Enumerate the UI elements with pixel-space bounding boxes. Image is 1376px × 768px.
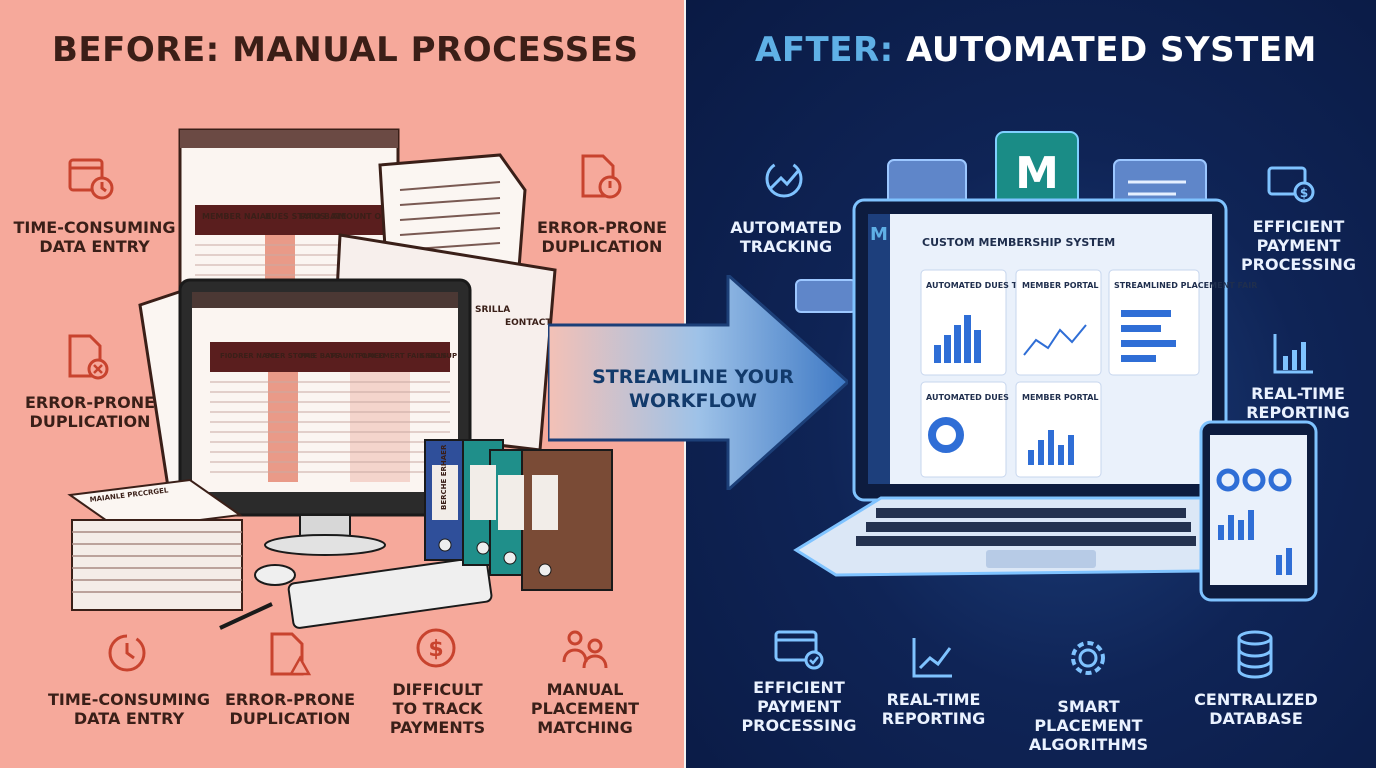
- credit-card-check-icon: [774, 630, 824, 670]
- app-title: CUSTOM MEMBERSHIP SYSTEM: [922, 236, 1115, 249]
- monitor: FI0DRER NAME SCER STOMS PAIE BATE AMAUNT…: [178, 278, 472, 556]
- database-icon: [1237, 630, 1273, 679]
- front-header-5: SRILLS: [420, 352, 447, 360]
- clock-icon: [108, 634, 146, 672]
- document-alert-icon: [270, 632, 312, 676]
- bar-chart-icon: [1273, 334, 1313, 374]
- front-header-1: SCER STOMS: [265, 352, 316, 360]
- pen: [219, 602, 273, 630]
- before-label-5: DIFFICULT TO TRACK PAYMENTS: [389, 680, 486, 737]
- card-4: [1015, 381, 1102, 478]
- card-2: [1108, 269, 1200, 376]
- back-header-3: AMOUNT ORED: [332, 212, 400, 221]
- svg-text:$: $: [428, 637, 443, 662]
- app-logo-small: M: [870, 224, 888, 245]
- document-warning-icon: [581, 154, 622, 199]
- back-header-2: PAIO BATE: [300, 212, 346, 221]
- gear-bulb-icon: [1071, 641, 1105, 675]
- after-label-4: REAL-TIME REPORTING: [881, 690, 986, 728]
- paper-stack: MAIANLE PRCCRGEL: [67, 478, 243, 611]
- after-label-1: EFFICIENT PAYMENT PROCESSING: [1240, 217, 1357, 274]
- chat-bubble-left: [887, 159, 967, 206]
- streamline-arrow: [548, 275, 848, 490]
- mid-header-0: SRILLA: [475, 305, 510, 315]
- before-label-3: TIME-CONSUMING DATA ENTRY: [47, 690, 210, 728]
- front-header-2: PAIE BATE: [300, 352, 340, 360]
- after-label-5: SMART PLACEMENT ALGORITHMS: [1028, 697, 1149, 754]
- card-1-title: MEMBER PORTAL: [1022, 281, 1098, 290]
- after-title: AFTER: AUTOMATED SYSTEM: [755, 30, 1317, 70]
- back-header-1: BUES STATUS: [265, 212, 326, 221]
- before-label-6: MANUAL PLACEMENT MATCHING: [530, 680, 640, 737]
- front-header-4: PLACEMERT FAIK SIONUP: [358, 352, 457, 360]
- back-header-0: MEMBER NAIAE: [202, 212, 271, 221]
- after-panel: AFTER: AUTOMATED SYSTEM M M CUSTOM MEMBE…: [686, 0, 1376, 768]
- after-label-2: REAL-TIME REPORTING: [1246, 384, 1350, 422]
- front-header-0: FI0DRER NAME: [220, 352, 279, 360]
- dollar-coin-icon: $: [416, 628, 456, 668]
- streamline-text: STREAMLINE YOUR WORKFLOW: [592, 366, 794, 412]
- after-title-rest: AUTOMATED SYSTEM: [893, 30, 1317, 70]
- before-label-0: TIME-CONSUMING DATA ENTRY: [13, 218, 176, 256]
- document-error-icon: [68, 334, 109, 380]
- front-header-3: AMAUNT OMED: [325, 352, 385, 360]
- calendar-clock-icon: [68, 158, 114, 200]
- keyboard: [287, 556, 493, 629]
- card-0-title: AUTOMATED DUES TRACKING: [926, 281, 1058, 290]
- mid-header-1: EONTACT: [505, 318, 552, 328]
- after-label-6: CENTRALIZED DATABASE: [1194, 690, 1318, 728]
- trend-arrows-icon: [765, 160, 803, 198]
- before-label-1: ERROR-PRONE DUPLICATION: [536, 218, 668, 256]
- mouse: [254, 564, 296, 586]
- card-0: [920, 269, 1007, 376]
- card-4-title: MEMBER PORTAL: [1022, 393, 1098, 402]
- after-label-3: EFFICIENT PAYMENT PROCESSING: [741, 678, 857, 735]
- card-3: [920, 381, 1007, 478]
- before-title: BEFORE: MANUAL PROCESSES: [52, 30, 639, 70]
- logo-letter: M: [1015, 148, 1059, 199]
- binder-label: BERCHE ERHAER: [440, 444, 448, 510]
- manual-desk-illustration: MEMBER NAIAE BUES STATUS PAIO BATE AMOUN…: [67, 128, 613, 630]
- line-chart-icon: [912, 638, 952, 678]
- binders: BERCHE ERHAER: [424, 439, 613, 591]
- svg-text:$: $: [1300, 186, 1308, 200]
- before-label-2: ERROR-PRONE DUPLICATION: [24, 393, 156, 431]
- laptop-illustration: M M CUSTOM MEMBERSHIP SYSTEM AUTOMATED D…: [793, 131, 1318, 602]
- people-swap-icon: [562, 630, 608, 669]
- before-label-4: ERROR-PRONE DUPLICATION: [224, 690, 356, 728]
- before-panel: BEFORE: MANUAL PROCESSES MEMBER NAIAE BU…: [0, 0, 686, 768]
- after-title-accent: AFTER:: [755, 30, 894, 70]
- card-3-title: AUTOMATED DUES: [926, 393, 1009, 402]
- card-2-title: STREAMLINED PLACEMENT FAIR: [1114, 281, 1257, 290]
- wallet-dollar-icon: $: [1267, 166, 1315, 203]
- card-1: [1015, 269, 1102, 376]
- after-label-0: AUTOMATED TRACKING: [730, 218, 842, 256]
